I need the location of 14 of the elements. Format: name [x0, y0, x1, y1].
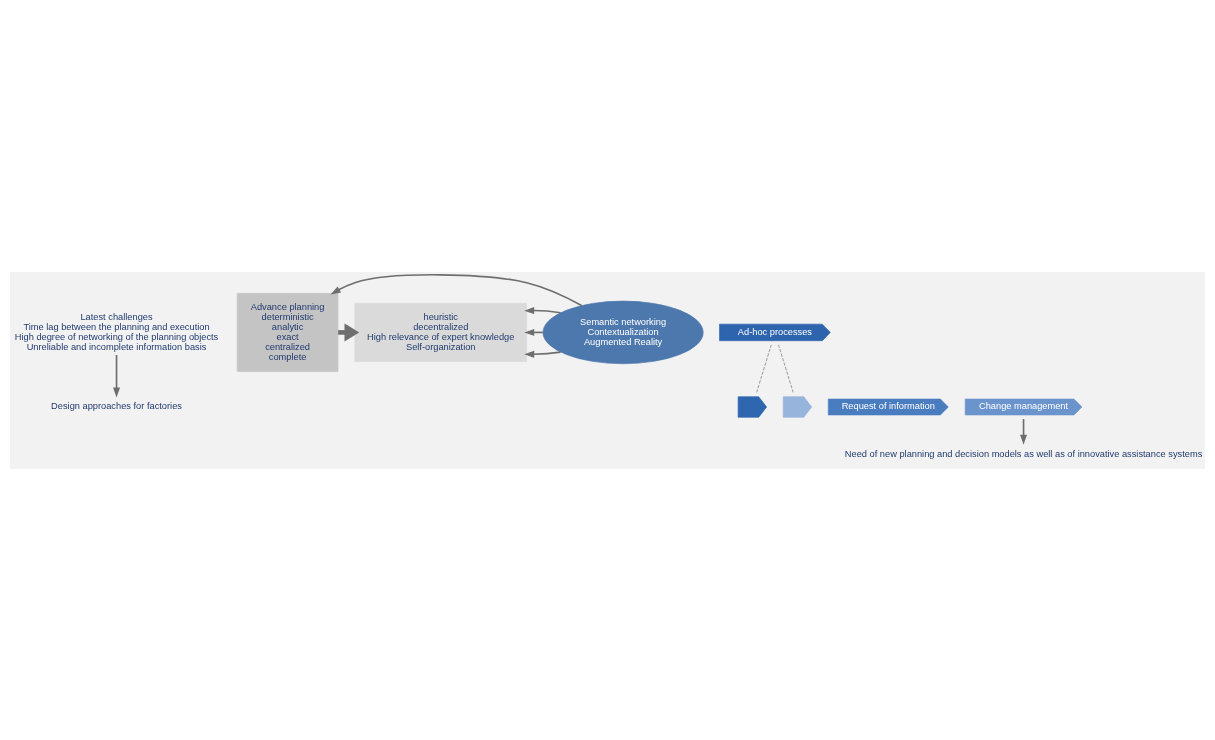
node-box: heuristic decentralized High relevance of expert knowledge Self-organization: [354, 302, 527, 362]
node-chevron: [782, 395, 813, 418]
node-ellipse: Semantic networking Contextualization Augmented Reality: [542, 300, 704, 364]
node-chevron: [737, 395, 767, 418]
arrow: [524, 306, 562, 314]
arrow: [113, 353, 121, 397]
arrow: [524, 350, 562, 358]
node-text: Design approaches for factories: [51, 400, 182, 411]
arrow: [330, 273, 583, 306]
connector: [778, 344, 794, 393]
connector: [756, 344, 772, 393]
node-box: Advance planning deterministic analytic exact centralized complete: [236, 292, 339, 372]
node-text: Latest challenges Time lag between the planning and execution High degree of networking of the planning objects Unreliable and incomplete information basis: [14, 311, 219, 352]
node-text: Need of new planning and decision models as well as of innovative assistance systems: [844, 448, 1203, 459]
